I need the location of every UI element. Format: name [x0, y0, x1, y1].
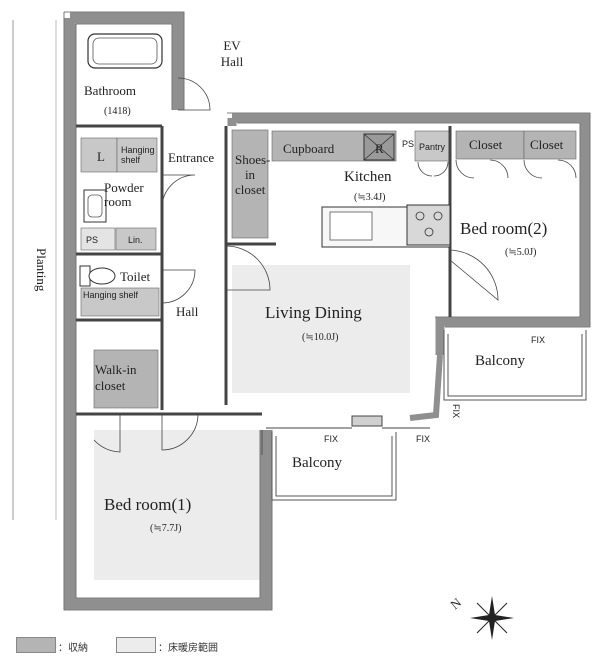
- label-hanging-shelf-2: Hanging shelf: [83, 290, 139, 300]
- storage-laundry: [80, 137, 118, 173]
- label-toilet: Toilet: [120, 269, 151, 284]
- refrigerator-symbol: [363, 133, 395, 161]
- label-ev-hall: EV Hall: [220, 38, 244, 69]
- fix-label-1: FIX: [324, 434, 339, 444]
- label-shoes-closet: Shoes-in closet: [235, 152, 271, 197]
- storage-pantry: [414, 130, 451, 162]
- label-entrance: Entrance: [168, 150, 215, 165]
- label-cupboard: Cupboard: [283, 141, 335, 156]
- label-balcony-east: Balcony: [475, 353, 525, 369]
- label-kitchen: Kitchen: [344, 169, 392, 185]
- fix-label-4: FIX: [451, 404, 461, 419]
- interior-walls: [76, 124, 452, 416]
- area-bathroom: (1418): [104, 106, 131, 117]
- heating-zone-bedroom-1: [94, 430, 260, 580]
- label-bedroom-1: Bed room(1): [104, 495, 192, 514]
- storage-linen: [115, 227, 157, 251]
- storage-closet-1: [455, 130, 525, 160]
- label-ps-2: PS: [402, 139, 415, 149]
- toilet-fixture: [79, 265, 116, 287]
- washbasin: [83, 189, 107, 223]
- storage-shoes: [231, 129, 269, 239]
- outer-walls: [64, 12, 590, 610]
- legend-label-storage: ：収納: [58, 643, 88, 654]
- label-balcony-south: Balcony: [292, 455, 342, 471]
- area-bedroom-1: (≒7.7J): [150, 523, 182, 534]
- legend-swatch-storage: [16, 637, 56, 653]
- area-living-dining: (≒10.0J): [302, 332, 339, 343]
- label-closet-2: Closet: [530, 137, 564, 152]
- bathtub: [87, 33, 163, 69]
- heating-zone-living: [232, 265, 410, 393]
- outer-wall-lines: [63, 11, 591, 611]
- label-closet-1: Closet: [469, 137, 503, 152]
- compass-icon: [470, 596, 514, 640]
- storage-shelf-1: [116, 137, 158, 173]
- label-powder-room: Powder room: [104, 180, 144, 209]
- floor-heating-zones: [94, 265, 410, 580]
- fix-label-2: FIX: [416, 434, 431, 444]
- label-living-dining: Living Dining: [265, 303, 362, 322]
- windows: [266, 415, 430, 429]
- storage-closet-2: [523, 130, 577, 160]
- label-hanging-shelf-1: Hanging shelf: [121, 145, 155, 165]
- kitchen-counter: [321, 204, 451, 248]
- label-pantry: Pantry: [419, 142, 446, 152]
- label-refrigerator: R: [375, 141, 384, 156]
- label-planting: Planting: [34, 248, 49, 292]
- storage-walkin: [93, 349, 159, 409]
- legend-swatch-floor-heating: [116, 637, 156, 653]
- label-laundry: L: [97, 149, 105, 164]
- label-linen: Lin.: [128, 235, 143, 245]
- doors: [93, 77, 577, 455]
- label-bathroom: Bathroom: [84, 83, 136, 98]
- planting-strip: [12, 20, 57, 520]
- area-kitchen: (≒3.4J): [354, 192, 386, 203]
- label-bedroom-2: Bed room(2): [460, 219, 548, 238]
- legend-label-floor-heating: ：床暖房範囲: [158, 643, 218, 654]
- balconies: [271, 330, 587, 501]
- fix-label-3: FIX: [531, 335, 546, 345]
- label-hall: Hall: [176, 304, 199, 319]
- storage-ps-1: [80, 227, 116, 251]
- label-walkin-closet: Walk-in closet: [95, 362, 137, 393]
- storage-shelf-2: [80, 287, 160, 317]
- label-ps-1: PS: [86, 235, 99, 245]
- area-bedroom-2: (≒5.0J): [505, 247, 537, 258]
